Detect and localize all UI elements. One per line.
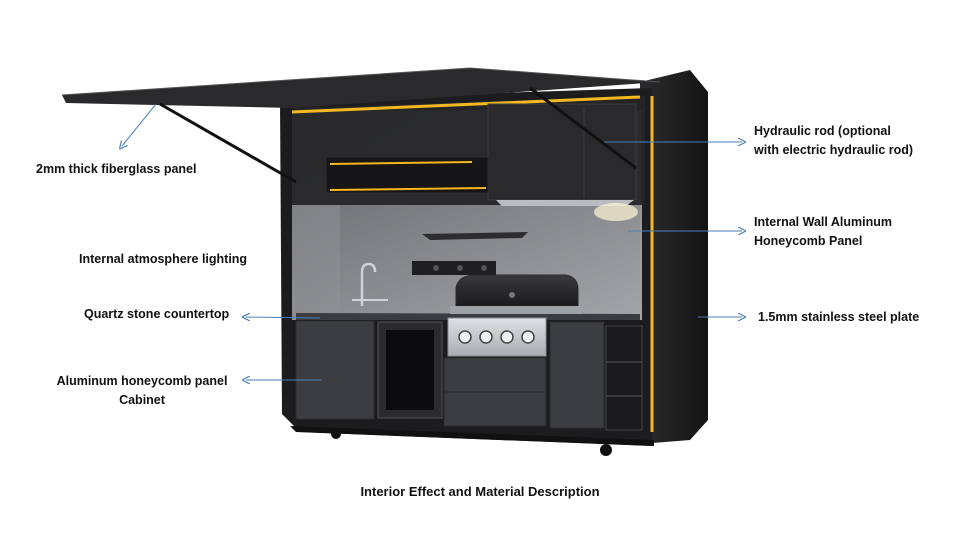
drawer-lower: [443, 391, 547, 427]
label-wall-line1: Internal Wall Aluminum: [754, 215, 892, 229]
caster-wheel-right: [600, 444, 612, 456]
label-hydraulic-line1: Hydraulic rod (optional: [754, 124, 891, 138]
utensil-rail: [412, 261, 496, 275]
fiberglass-panel: [62, 68, 660, 108]
label-hydraulic-rod: Hydraulic rod (optional with electric hy…: [754, 122, 913, 160]
caster-wheel-left: [331, 429, 341, 439]
arrow-countertop: [246, 317, 321, 318]
cabinet-base: [290, 426, 654, 446]
side-shelf-unit: [605, 325, 643, 431]
label-fiberglass-panel: 2mm thick fiberglass panel: [36, 162, 197, 176]
range-hood: [496, 200, 634, 206]
upper-right-cabinet: [487, 103, 637, 201]
faucet: [360, 262, 377, 306]
label-steel-plate: 1.5mm stainless steel plate: [758, 310, 920, 324]
label-quartz-countertop: Quartz stone countertop: [84, 307, 230, 321]
drawer-upper: [443, 357, 547, 393]
label-cabinet: Aluminum honeycomb panel Cabinet: [56, 372, 228, 410]
label-cabinet-line1: Aluminum honeycomb panel: [56, 374, 228, 388]
label-cabinet-line2: Cabinet: [119, 393, 165, 407]
diagram-title: Interior Effect and Material Description: [360, 484, 600, 499]
label-wall-line2: Honeycomb Panel: [754, 234, 863, 248]
grill-lid: [455, 274, 579, 313]
label-internal-wall: Internal Wall Aluminum Honeycomb Panel: [754, 213, 892, 251]
lower-cabinet-right: [549, 321, 605, 429]
right-side-casing: [640, 70, 708, 444]
label-atmosphere-lighting: Internal atmosphere lighting: [79, 252, 248, 266]
led-strip-top: [291, 95, 641, 114]
arrow-fiberglass: [122, 103, 157, 146]
lower-cabinet-left: [295, 320, 375, 420]
label-hydraulic-line2: with electric hydraulic rod): [754, 143, 914, 157]
quartz-countertop: [296, 313, 640, 320]
hydraulic-rod-right: [529, 86, 637, 170]
wall-shelf: [422, 232, 528, 240]
hydraulic-rod-left: [159, 102, 297, 184]
